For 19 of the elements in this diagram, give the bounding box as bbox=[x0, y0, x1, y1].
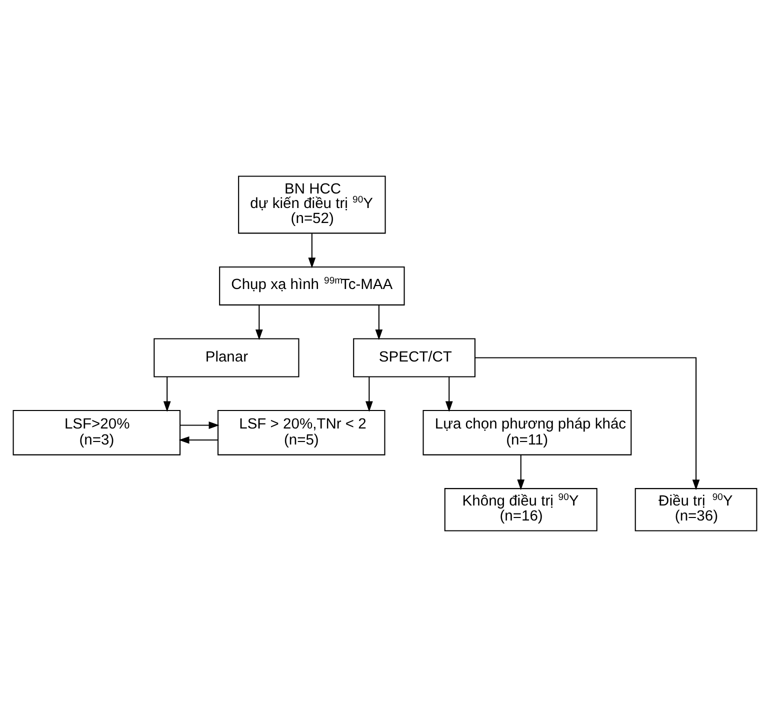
node-box: SPECT/CT bbox=[352, 338, 475, 377]
node-box: Không điều trị $^{90}$Y (n=16) bbox=[444, 488, 597, 531]
node-box: Planar bbox=[153, 338, 299, 377]
arrow bbox=[444, 376, 452, 412]
arrow bbox=[474, 356, 700, 490]
node-box: LSF > 20%,TNr < 2 (n=5) bbox=[216, 409, 385, 455]
arrow bbox=[180, 421, 219, 428]
arrow bbox=[374, 304, 382, 340]
arrow bbox=[162, 376, 170, 412]
arrow bbox=[254, 304, 262, 340]
node-box: Điều trị $^{90}$Y (n=36) bbox=[634, 488, 757, 531]
node-box: Chụp xạ hình $^{99m}$Tc-MAA bbox=[218, 266, 404, 305]
arrow bbox=[178, 436, 218, 444]
node-box: LSF>20% (n=3) bbox=[12, 409, 180, 455]
arrow bbox=[516, 454, 524, 490]
arrow bbox=[308, 233, 316, 268]
node-box: Lựa chọn phương pháp khác (n=11) bbox=[422, 409, 632, 455]
arrow bbox=[364, 376, 372, 412]
node-box: BN HCC dự kiến điều trị $^{90}$Y (n=52) bbox=[238, 175, 386, 234]
